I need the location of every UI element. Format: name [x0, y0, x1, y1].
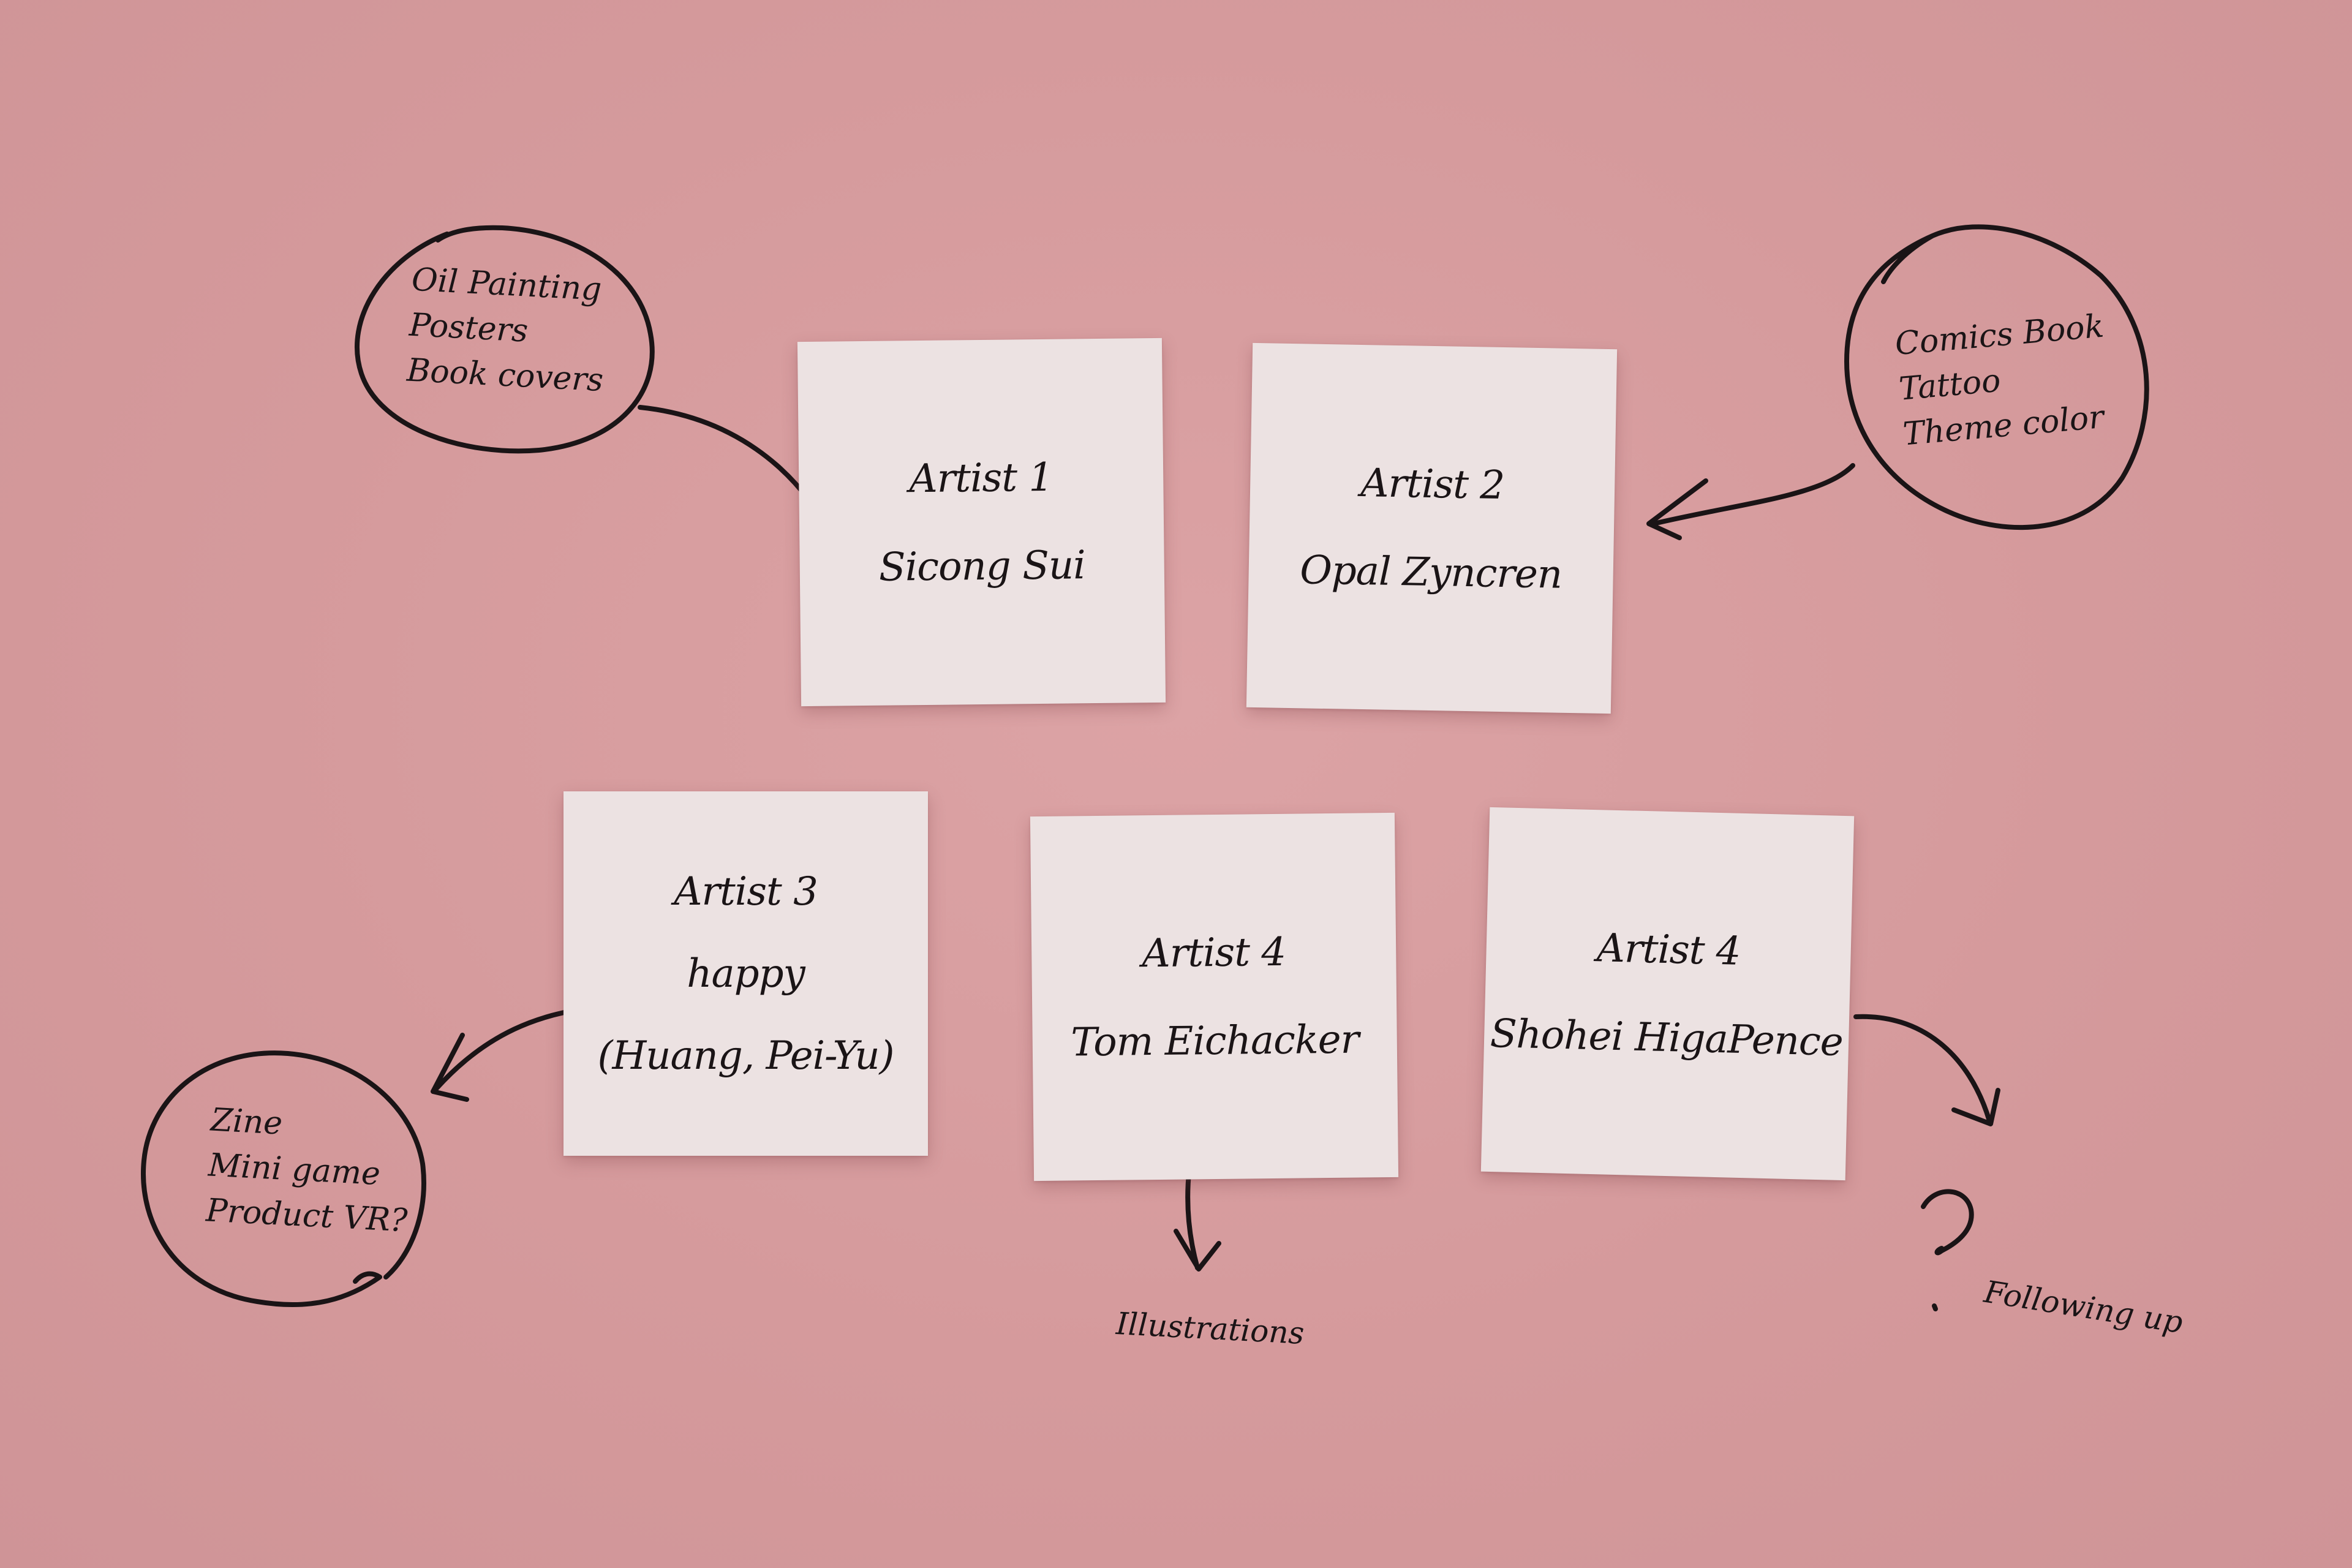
question-mark-dot: [1932, 1303, 1938, 1311]
sticky-note-artist-1: Artist 1 Sicong Sui: [797, 337, 1166, 707]
sticky-note-artist-4-tom: Artist 4 Tom Eichacker: [1030, 812, 1399, 1182]
question-mark-glyph: [1921, 1189, 1974, 1256]
note-title: Artist 3: [674, 869, 818, 914]
note-title: Artist 2: [1360, 460, 1505, 508]
bubble-3-text: Zine Mini game Product VR?: [205, 1098, 413, 1244]
note-artist-name: Opal Zyncren: [1299, 547, 1562, 598]
note-title: Artist 4: [1142, 929, 1286, 976]
arrow-from-artist-4b: [1853, 1014, 1992, 1123]
arrow-4-head: [1174, 1229, 1221, 1272]
sticky-note-artist-4-shohei: Artist 4 Shohei HigaPence: [1480, 807, 1855, 1181]
sticky-note-artist-2: Artist 2 Opal Zyncren: [1246, 342, 1618, 714]
arrow-2-head: [1646, 478, 1708, 540]
note-title: Artist 4: [1596, 925, 1741, 974]
note-artist-name: happy: [687, 951, 805, 997]
note-artist-name: Sicong Sui: [878, 542, 1086, 590]
bubble-2-outline: [1844, 224, 2149, 530]
bubble-1-text: Oil Painting Posters Book covers: [405, 257, 609, 403]
note-artist-name: Shohei HigaPence: [1489, 1011, 1844, 1065]
note-artist-name: Tom Eichacker: [1070, 1017, 1359, 1065]
note-artist-extra: (Huang, Pei-Yu): [597, 1033, 894, 1079]
note-title: Artist 1: [909, 454, 1054, 502]
arrow-to-artist-2: [1651, 463, 1855, 526]
bubble-3-outline: [141, 1050, 426, 1307]
bubble-1-outline: [355, 225, 655, 454]
sticky-note-artist-3: Artist 3 happy (Huang, Pei-Yu): [564, 791, 928, 1156]
arrow-3-head: [431, 1033, 469, 1102]
arrow-5-head: [1951, 1088, 2000, 1126]
bubble-2-text: Comics Book Tattoo Theme color: [1893, 304, 2114, 458]
